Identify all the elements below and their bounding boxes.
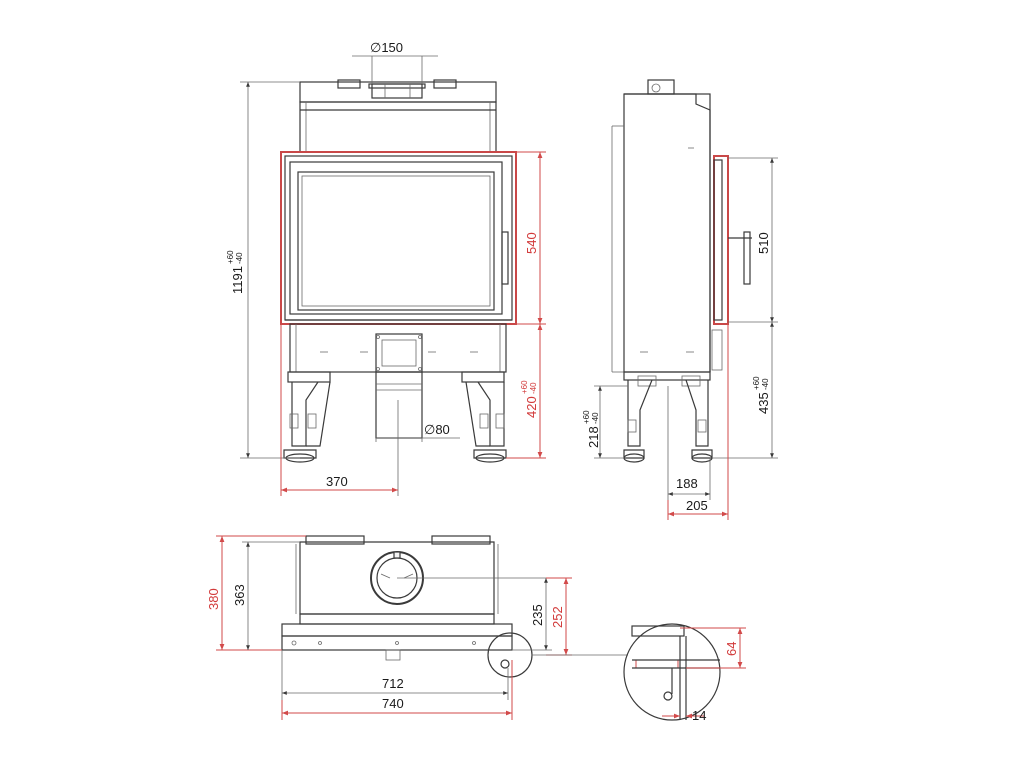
depth-total-label: 205 bbox=[686, 498, 708, 513]
front-view: ∅150 ∅80 1191 +60 -40 540 420 +60 -40 bbox=[226, 40, 546, 496]
top-width-total-label: 740 bbox=[382, 696, 404, 711]
air-inlet-offset-label: 370 bbox=[326, 474, 348, 489]
total-height-tolerance-lower: -40 bbox=[235, 252, 244, 264]
side-base-height-tolerance-upper: +60 bbox=[752, 376, 761, 390]
side-base-height-label: 435 bbox=[756, 392, 771, 414]
air-inlet-diameter-label: ∅80 bbox=[424, 422, 450, 437]
top-depth-body-label: 363 bbox=[232, 584, 247, 606]
base-height-tolerance-upper: +60 bbox=[520, 380, 529, 394]
top-depth-total-label: 380 bbox=[206, 588, 221, 610]
foot-height-label: 218 bbox=[586, 426, 601, 448]
detail-height-label: 64 bbox=[724, 642, 739, 656]
flue-diameter-label: ∅150 bbox=[370, 40, 403, 55]
detail-view: 64 14 bbox=[532, 623, 746, 723]
glass-height-label: 540 bbox=[524, 232, 539, 254]
side-base-height-tolerance-lower: -40 bbox=[761, 378, 770, 390]
base-height-tolerance-lower: -40 bbox=[529, 382, 538, 394]
total-height-tolerance-upper: +60 bbox=[226, 250, 235, 264]
detail-offset-label: 14 bbox=[692, 708, 706, 723]
door-height-label: 510 bbox=[756, 232, 771, 254]
flue-center-depth-label: 235 bbox=[530, 604, 545, 626]
side-view: 510 435 +60 -40 218 +60 -40 188 205 bbox=[582, 79, 778, 520]
base-height-label: 420 bbox=[524, 396, 539, 418]
flue-center-depth-total-label: 252 bbox=[550, 606, 565, 628]
depth-body-label: 188 bbox=[676, 476, 698, 491]
foot-height-tolerance-upper: +60 bbox=[582, 410, 591, 424]
top-width-body-label: 712 bbox=[382, 676, 404, 691]
top-view: 380 363 235 252 712 740 bbox=[206, 535, 572, 720]
total-height-label: 1191 bbox=[230, 266, 245, 294]
foot-height-tolerance-lower: -40 bbox=[591, 412, 600, 424]
